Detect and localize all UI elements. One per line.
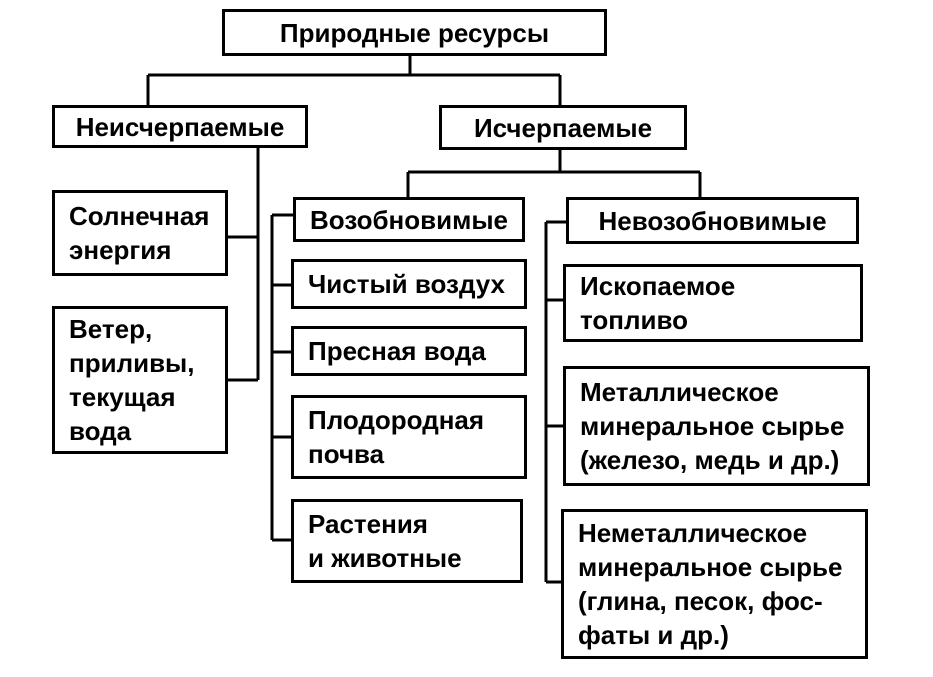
plants-animals-node: Растения и животные (291, 499, 523, 583)
inexhaustible-node: Неисчерпаемые (52, 105, 308, 148)
clean-air-node: Чистый воздух (291, 259, 527, 309)
renewable-node: Возобновимые (293, 197, 525, 242)
metallic-minerals-node: Металлическое минеральное сырье (железо,… (563, 366, 870, 486)
wind-tides-water-node: Ветер, приливы, текущая вода (52, 306, 228, 454)
fossil-fuel-node: Ископаемое топливо (563, 264, 863, 342)
exhaustible-node: Исчерпаемые (439, 105, 687, 150)
fertile-soil-node: Плодородная почва (291, 395, 527, 479)
root-node: Природные ресурсы (222, 9, 607, 56)
nonmetallic-minerals-node: Неметаллическое минеральное сырье (глина… (561, 509, 868, 659)
fresh-water-node: Пресная вода (291, 326, 527, 376)
nonrenewable-node: Невозобновимые (566, 197, 859, 244)
solar-energy-node: Солнечная энергия (52, 190, 228, 276)
